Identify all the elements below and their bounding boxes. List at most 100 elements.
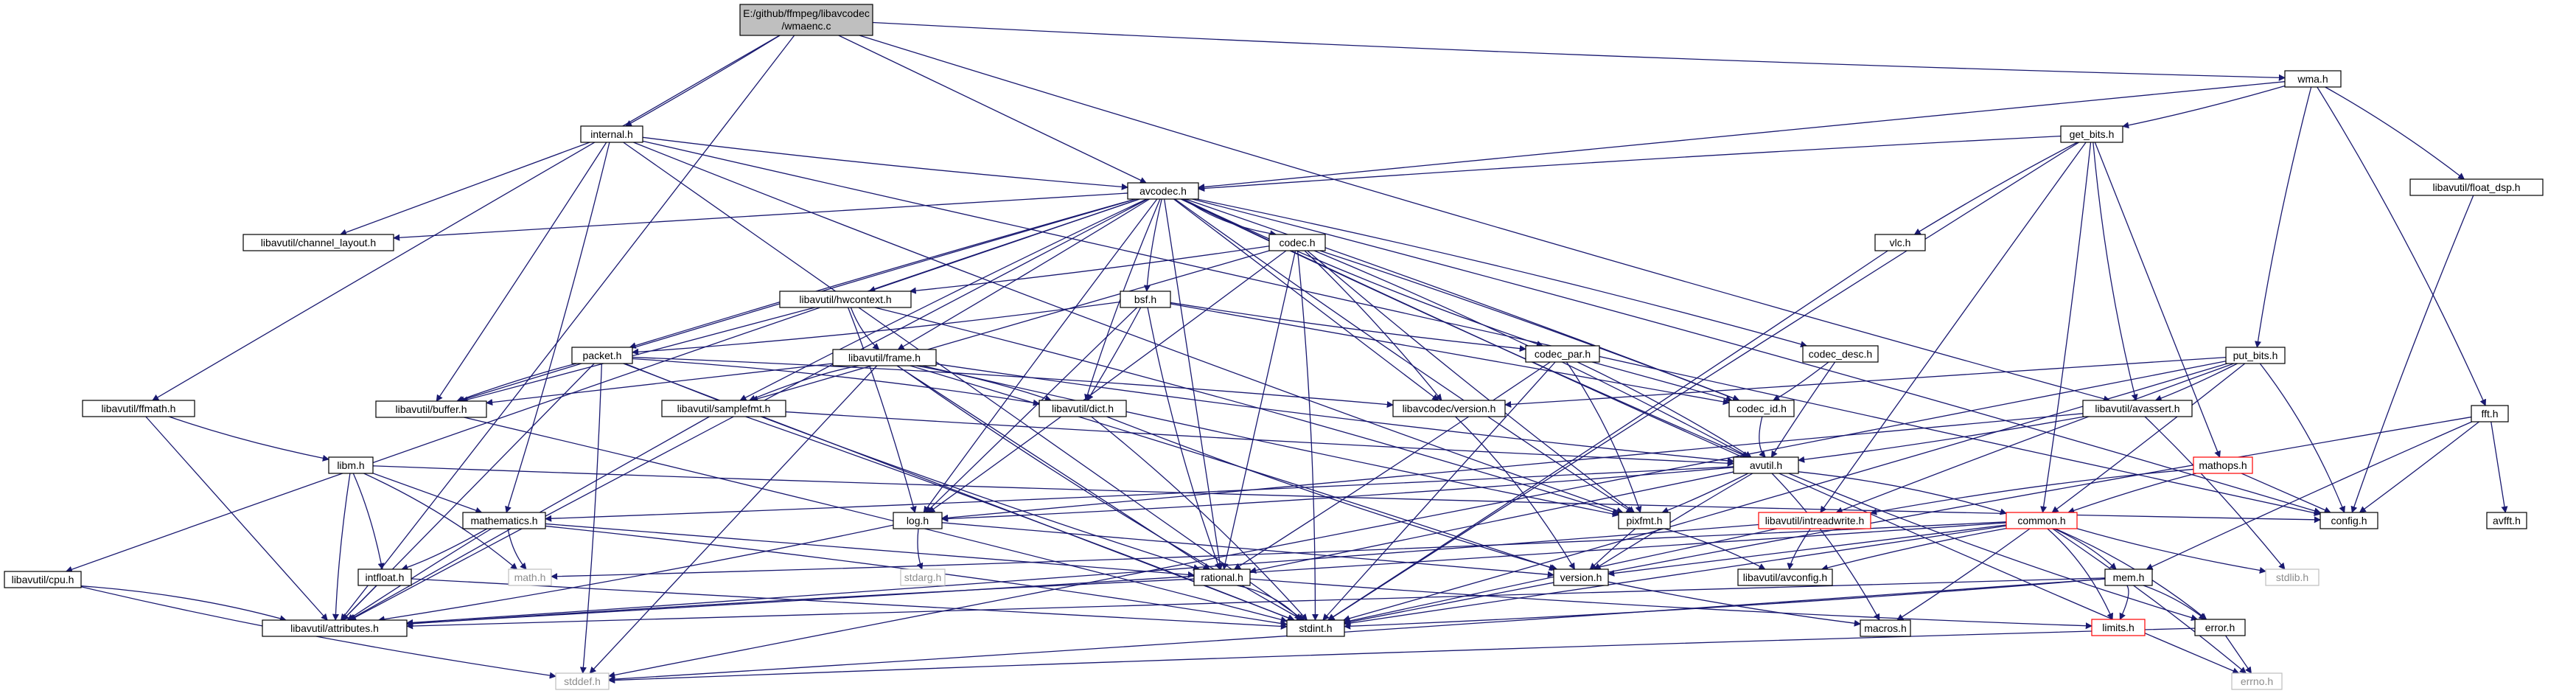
node-codec_par[interactable]: codec_par.h (1525, 345, 1600, 363)
edge-codec-to-avversion (1304, 250, 1442, 401)
node-intreadwrite[interactable]: libavutil/intreadwrite.h (1758, 512, 1871, 529)
node-log[interactable]: log.h (893, 512, 943, 529)
node-dict[interactable]: libavutil/dict.h (1039, 400, 1127, 417)
edge-fft-to-avfft (2491, 421, 2508, 513)
node-common[interactable]: common.h (2006, 512, 2078, 529)
node-libm[interactable]: libm.h (328, 456, 374, 474)
edge-common-to-math (551, 521, 2007, 580)
nodes-layer: E:/github/ffmpeg/libavcodec/wmaenc.cwma.… (4, 4, 2544, 690)
node-stdint[interactable]: stdint.h (1286, 619, 1345, 637)
edge-codec_desc-to-avutil (1770, 361, 1836, 458)
node-codec_par-label: codec_par.h (1535, 348, 1591, 360)
edge-float_dsp-to-config (2350, 195, 2474, 513)
node-dict-box (1039, 400, 1127, 417)
edge-log-to-attributes (377, 524, 894, 623)
edge-packet-to-stddef (579, 363, 602, 674)
edge-avutil-to-common (1798, 471, 2007, 515)
node-pixfmt[interactable]: pixfmt.h (1618, 512, 1671, 529)
edge-bsf-to-codec_par (1170, 302, 1526, 352)
node-frame[interactable]: libavutil/frame.h (832, 349, 937, 366)
node-avutil[interactable]: avutil.h (1733, 456, 1799, 474)
node-avconfig[interactable]: libavutil/avconfig.h (1737, 568, 1833, 586)
node-mem[interactable]: mem.h (2104, 568, 2153, 586)
edge-get_bits-to-avassert (2092, 142, 2138, 401)
node-config-box (2320, 512, 2378, 529)
node-avassert-label: libavutil/avassert.h (2095, 403, 2179, 414)
node-hwcontext[interactable]: libavutil/hwcontext.h (779, 291, 912, 308)
edge-get_bits-to-mathops (2094, 142, 2221, 458)
node-avassert[interactable]: libavutil/avassert.h (2082, 400, 2193, 417)
node-mathematics[interactable]: mathematics.h (462, 512, 546, 529)
node-ffmath[interactable]: libavutil/ffmath.h (82, 400, 195, 417)
node-packet[interactable]: packet.h (571, 347, 633, 364)
node-packet-label: packet.h (583, 350, 622, 361)
node-wma[interactable]: wma.h (2284, 70, 2342, 88)
edge-avutil-to-mathematics (545, 466, 1734, 522)
edge-packet-to-rational (624, 363, 1201, 571)
node-stdlib[interactable]: stdlib.h (2265, 568, 2320, 586)
edge-avcodec-to-samplefmt (739, 198, 1148, 401)
node-codec[interactable]: codec.h (1268, 234, 1326, 251)
node-vlc[interactable]: vlc.h (1874, 234, 1926, 251)
node-config[interactable]: config.h (2320, 512, 2378, 529)
node-error-box (2194, 619, 2246, 636)
node-intfloat[interactable]: intfloat.h (357, 568, 412, 586)
edge-bsf-to-codec_id (1170, 303, 1730, 406)
edge-avcodec-to-chlayout (393, 192, 1128, 241)
node-version[interactable]: version.h (1553, 568, 1609, 586)
node-math[interactable]: math.h (508, 568, 552, 586)
node-log-label: log.h (907, 515, 929, 526)
node-rational[interactable]: rational.h (1193, 568, 1251, 586)
node-limits[interactable]: limits.h (2091, 619, 2146, 636)
node-internal-label: internal.h (590, 128, 633, 140)
node-chlayout-box (242, 234, 394, 251)
node-float_dsp[interactable]: libavutil/float_dsp.h (2409, 178, 2544, 196)
node-cpu[interactable]: libavutil/cpu.h (4, 571, 82, 588)
node-bsf[interactable]: bsf.h (1120, 291, 1171, 308)
node-codec-label: codec.h (1279, 237, 1315, 248)
edge-avassert-to-avutil (1798, 416, 2085, 463)
node-fft[interactable]: fft.h (2471, 405, 2509, 422)
edge-pixfmt-to-version (1589, 528, 1636, 570)
node-attributes[interactable]: libavutil/attributes.h (262, 619, 408, 637)
edge-put_bits-to-avassert (2154, 363, 2238, 402)
node-avcodec[interactable]: avcodec.h (1127, 182, 1199, 200)
node-get_bits[interactable]: get_bits.h (2060, 125, 2123, 143)
node-limits-label: limits.h (2102, 622, 2135, 633)
edge-intreadwrite-to-avconfig (1787, 528, 1811, 570)
node-samplefmt[interactable]: libavutil/samplefmt.h (661, 400, 786, 417)
edge-put_bits-to-avversion (1504, 356, 2227, 408)
edge-libm-to-mathematics (372, 473, 483, 514)
node-codec_desc[interactable]: codec_desc.h (1802, 345, 1879, 363)
node-codec_id-box (1728, 400, 1795, 417)
edge-mem-to-limits (2119, 585, 2129, 620)
edge-avutil-to-version (1594, 473, 1753, 570)
node-version-label: version.h (1560, 571, 1602, 583)
node-pixfmt-box (1618, 512, 1671, 529)
node-mem-label: mem.h (2113, 571, 2145, 583)
edge-intreadwrite-to-attributes (406, 524, 1759, 626)
edge-internal-to-mathematics (505, 142, 610, 513)
node-internal[interactable]: internal.h (580, 125, 643, 143)
node-avutil-box (1733, 456, 1799, 474)
node-errno[interactable]: errno.h (2231, 672, 2283, 690)
node-libm-box (328, 456, 374, 474)
edge-codec_par-to-rational (1234, 361, 1551, 570)
node-avversion-box (1392, 400, 1506, 417)
node-avversion[interactable]: libavcodec/version.h (1392, 400, 1506, 417)
edge-fft-to-config (2359, 421, 2479, 513)
node-stdarg[interactable]: stdarg.h (900, 568, 946, 586)
node-mathops[interactable]: mathops.h (2193, 456, 2253, 474)
node-avfft[interactable]: avfft.h (2486, 512, 2527, 529)
node-avutil-label: avutil.h (1750, 459, 1782, 471)
node-macros[interactable]: macros.h (1860, 619, 1911, 637)
node-codec_id[interactable]: codec_id.h (1728, 400, 1795, 417)
node-stddef[interactable]: stddef.h (555, 672, 610, 690)
node-error[interactable]: error.h (2194, 619, 2246, 636)
node-buffer[interactable]: libavutil/buffer.h (375, 400, 487, 418)
edge-internal-to-avcodec (642, 136, 1128, 190)
node-fft-label: fft.h (2481, 408, 2498, 420)
node-chlayout[interactable]: libavutil/channel_layout.h (242, 234, 394, 251)
node-avfft-box (2486, 512, 2527, 529)
node-put_bits[interactable]: put_bits.h (2225, 347, 2286, 364)
